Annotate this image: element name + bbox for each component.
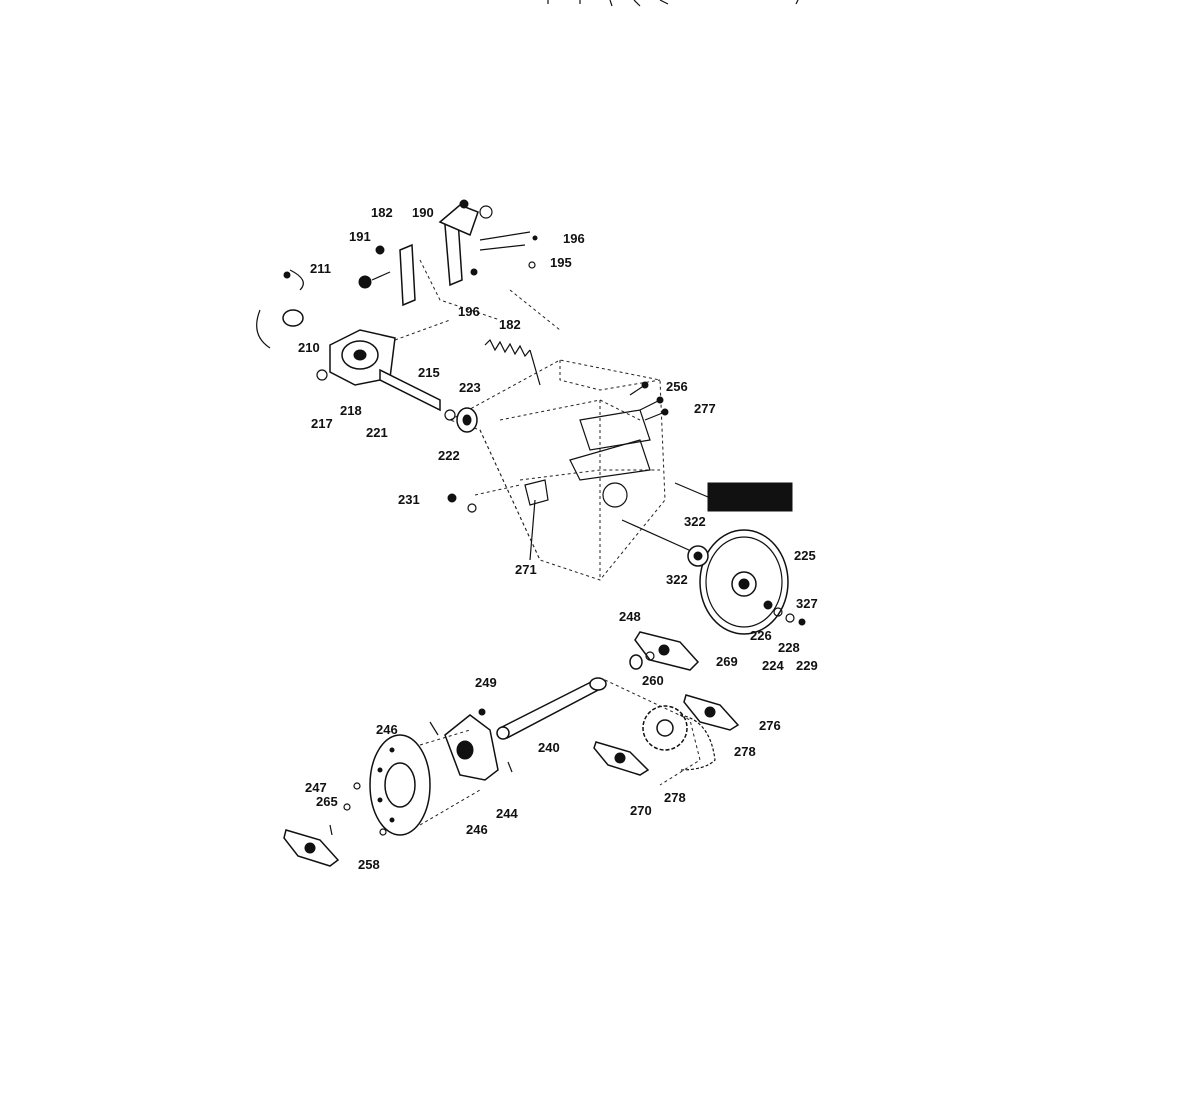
label-182-spring: 182 (499, 317, 521, 332)
label-269: 269 (716, 654, 738, 669)
label-224: 224 (762, 658, 784, 673)
label-196-right: 196 (563, 231, 585, 246)
label-271: 271 (515, 562, 537, 577)
label-246-top: 246 (376, 722, 398, 737)
label-229: 229 (796, 658, 818, 673)
lower-left-plate (429, 708, 513, 781)
label-191: 191 (349, 229, 371, 244)
flange-ring (329, 729, 481, 836)
bottom-bearing-plate (283, 829, 340, 867)
label-231: 231 (398, 492, 420, 507)
label-247: 247 (305, 780, 327, 795)
label-322-top: 322 (684, 514, 706, 529)
linkage-assembly (358, 199, 538, 307)
label-265: 265 (316, 794, 338, 809)
label-211: 211 (310, 261, 331, 276)
label-258: 258 (358, 857, 380, 872)
bolts-group (629, 381, 669, 421)
fastener-group (447, 479, 549, 561)
label-225: 225 (794, 548, 816, 563)
label-240: 240 (538, 740, 560, 755)
label-248: 248 (619, 609, 641, 624)
label-195: 195 (550, 255, 572, 270)
large-gear (621, 519, 806, 635)
label-322-bottom: 322 (666, 572, 688, 587)
lower-right-plates (593, 631, 740, 776)
label-210: 210 (298, 340, 320, 355)
label-249: 249 (475, 675, 497, 690)
label-218: 218 (340, 403, 362, 418)
label-244: 244 (496, 806, 518, 821)
label-215: 215 (418, 365, 440, 380)
label-246-bottom: 246 (466, 822, 488, 837)
label-277: 277 (694, 401, 716, 416)
label-217: 217 (311, 416, 333, 431)
label-190: 190 (412, 205, 434, 220)
left-bearing-assembly (256, 269, 478, 433)
sprocket-chain (642, 705, 716, 771)
label-221: 221 (366, 425, 388, 440)
top-crop-marks (547, 0, 799, 7)
label-278-right: 278 (734, 744, 756, 759)
label-222: 222 (438, 448, 460, 463)
label-228: 228 (778, 640, 800, 655)
label-226: 226 (750, 628, 772, 643)
label-278-chain: 278 (664, 790, 686, 805)
axle-shaft (496, 677, 701, 786)
label-196-lower: 196 (458, 304, 480, 319)
label-182-top: 182 (371, 205, 393, 220)
label-260: 260 (642, 673, 664, 688)
housing-frame (419, 259, 666, 581)
spring (484, 338, 541, 386)
label-223: 223 (459, 380, 481, 395)
part-labels: 182 190 191 196 195 196 211 210 218 217 … (298, 205, 818, 872)
label-327: 327 (796, 596, 818, 611)
label-276: 276 (759, 718, 781, 733)
label-270: 270 (630, 803, 652, 818)
label-256: 256 (666, 379, 688, 394)
callout-pointer (674, 482, 793, 512)
